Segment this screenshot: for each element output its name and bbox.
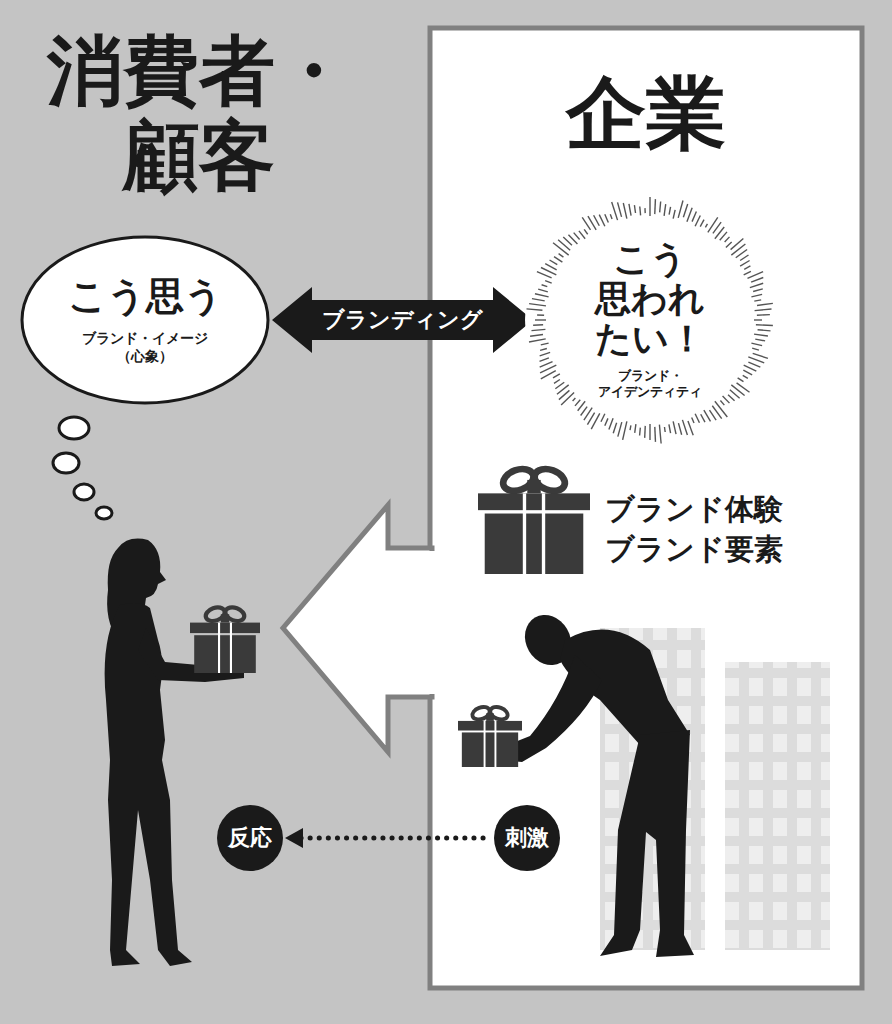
node-subtext: ブランド・ アイデンティティ	[591, 368, 709, 402]
thought-dots	[53, 417, 112, 519]
node-text: 刺激	[505, 826, 549, 850]
node-text: こう 思われ たい！	[588, 239, 712, 360]
bubble-outline	[20, 235, 270, 405]
company-panel	[430, 28, 862, 988]
arrow-joint	[429, 551, 441, 694]
man-silhouette	[500, 606, 694, 957]
edge-label: ブランディング	[320, 307, 485, 333]
burst-shape: こう 思われ たい！ ブランド・ アイデンティティ	[525, 195, 775, 445]
node-text: 企業	[566, 70, 726, 158]
connector	[285, 828, 492, 848]
node-text: 反応	[228, 826, 272, 850]
gift-box	[190, 605, 260, 673]
node-text: こう思う	[68, 275, 223, 319]
offer-arrow	[283, 505, 432, 752]
woman-silhouette	[105, 539, 244, 966]
circle-node: 刺激	[494, 805, 560, 871]
thought-bubble: こう思うブランド・イメージ （心象）	[20, 235, 270, 405]
label-text: ブランド体験	[605, 492, 855, 527]
connector	[272, 287, 533, 353]
label-text: ブランド要素	[605, 532, 855, 567]
node-subtext: ブランド・イメージ （心象）	[75, 329, 215, 365]
side-heading: 消費者・ 顧客	[24, 28, 374, 198]
circle-node: 反応	[217, 805, 283, 871]
gift-box	[478, 465, 590, 574]
gift-box	[458, 705, 522, 767]
